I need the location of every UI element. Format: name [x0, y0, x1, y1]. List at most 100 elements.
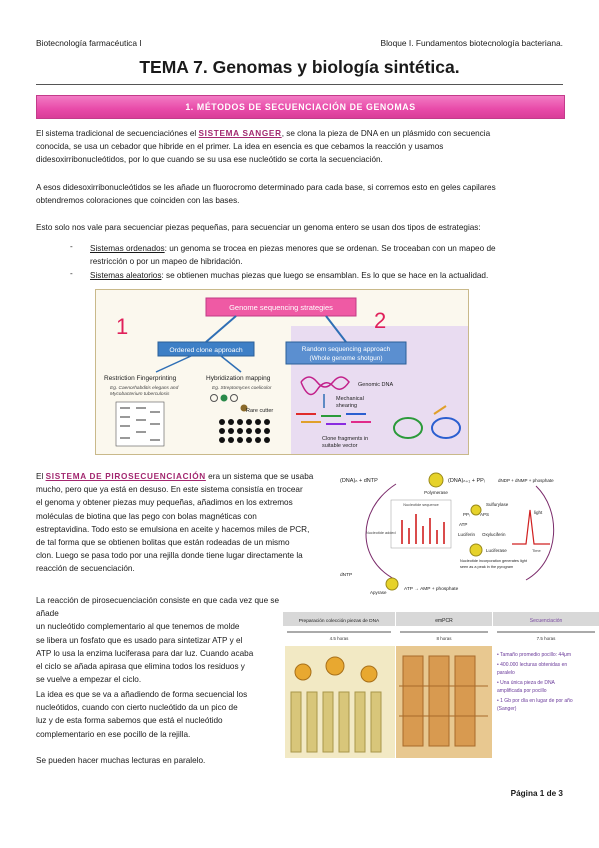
text: : un genoma se trocea en piezas menores …	[164, 244, 496, 253]
apyrase-blob	[385, 577, 399, 591]
text: La reacción de pirosecuenciación consist…	[36, 596, 280, 619]
keyword-sanger: SISTEMA SANGER	[198, 129, 282, 138]
restriction-label: Restriction Fingerprinting	[104, 375, 177, 382]
text: conocida, se usa un cebador que hibride …	[36, 142, 444, 152]
well	[290, 691, 302, 753]
hybrid-label: Hybridization mapping	[206, 375, 271, 382]
well	[338, 691, 350, 753]
rare-cutter-label: Rare cutter	[246, 408, 273, 414]
title-divider	[36, 84, 563, 85]
workflow-t2: 8 horas	[436, 636, 452, 641]
pyro-polymerase: Polymerase	[424, 490, 448, 495]
workflow-bullet: paralelo	[497, 670, 515, 676]
dot	[255, 419, 261, 425]
text: nucleótidos, cuando con cierto nucleótid…	[36, 703, 238, 713]
bead	[325, 656, 345, 676]
luciferase-blob	[469, 543, 483, 557]
restriction-eg-2: Mycobacterium tuberculosis	[110, 391, 170, 397]
dot	[220, 394, 228, 402]
text: luz y de esta forma sabemos que está el …	[36, 716, 223, 726]
text: La idea es que se va a añadiendo de form…	[36, 690, 248, 699]
pyro-luciferase: Luciferase	[486, 548, 507, 553]
pyrogram-box	[390, 499, 452, 549]
dot	[255, 428, 261, 434]
list-term: Sistemas ordenados	[90, 244, 165, 253]
page-number: Página 1 de 3	[510, 789, 563, 798]
keyword-pyro: SISTEMA DE PIROSECUENCIACIÓN	[45, 472, 206, 481]
pyro-products: (DNA)ₙ₊₁ + PPᵢ	[448, 478, 485, 484]
paragraph-strategies: Esto solo nos vale para secuenciar pieza…	[36, 223, 481, 232]
text: de tal forma que se obtienen bolitas que…	[36, 538, 290, 548]
fragment	[433, 405, 447, 415]
dot	[237, 428, 243, 434]
light-peak	[512, 509, 550, 545]
bead	[294, 663, 312, 681]
genomic-dna-label: Genomic DNA	[358, 382, 393, 388]
workflow-t1: 4.5 horas	[330, 636, 350, 641]
cycle-arrow-right	[525, 485, 555, 581]
well	[322, 691, 334, 753]
text: El	[36, 472, 46, 481]
dot	[264, 428, 270, 434]
pyro-luciferin: Luciferin	[458, 532, 476, 537]
dot	[264, 419, 270, 425]
bead-wells	[290, 691, 382, 753]
text: moléculas de biotina que las pego con bo…	[36, 511, 257, 521]
well	[306, 691, 318, 753]
arrow-restriction	[155, 355, 192, 373]
list-item: Sistemas aleatorios: se obtienen muchas …	[90, 269, 560, 282]
beads	[294, 656, 378, 683]
arrow-hybrid	[220, 355, 242, 373]
restriction-eg-1: Eg. Caenorhabditis elegans and	[110, 385, 179, 391]
random-label-2: (Whole genome shotgun)	[310, 355, 383, 362]
dot	[255, 437, 261, 443]
vector-plasmid	[431, 417, 461, 439]
pyro-light: light	[534, 510, 543, 515]
restriction-gel	[115, 401, 165, 447]
text: el genoma y obtener piezas muy pequeñas,…	[36, 498, 293, 508]
dot	[246, 428, 252, 434]
ordered-label: Ordered clone approach	[169, 347, 243, 354]
text: mucho, pero que ya está en desuso. En es…	[36, 485, 303, 495]
number-one: 1	[116, 314, 128, 339]
text: El sistema tradicional de secuenciacióne…	[36, 129, 199, 138]
paragraph-pyro: El SISTEMA DE PIROSECUENCIACIÓN era un s…	[36, 470, 336, 576]
text: era un sistema que se usaba	[205, 472, 314, 481]
clone-label-2: suitable vector	[322, 443, 358, 449]
section-heading: 1. MÉTODOS DE SECUENCIACIÓN DE GENOMAS	[36, 95, 565, 119]
dna-fragments	[296, 413, 371, 425]
workflow-bullet: • Tamaño promedio pocillo: 44μm	[497, 652, 571, 658]
figure-genome-strategies-svg: Genome sequencing strategies 1 2 Ordered…	[96, 290, 468, 454]
text: restricción o por un mapeo de hibridació…	[90, 257, 243, 267]
dot	[210, 394, 218, 402]
text: : se obtienen muchas piezas que luego se…	[161, 271, 489, 280]
cycle-arrow-left	[365, 483, 397, 581]
well	[370, 691, 382, 753]
workflow-t3: 7.5 horas	[537, 636, 557, 641]
workflow-bullet: • Una única pieza de DNA	[497, 680, 556, 686]
panel3-bg	[493, 646, 599, 758]
text: , se clona la pieza de DNA en un plásmid…	[281, 129, 491, 138]
pyro-oxyluciferin: Oxyluciferin	[482, 532, 506, 537]
polymerase-blob	[428, 472, 444, 488]
pyro-dntp: dNTP	[340, 572, 352, 578]
col1-header	[283, 612, 395, 626]
pyro-atp-products: ATP → AMP + phosphate	[404, 586, 459, 592]
pyro-incorp-1: Nucleotide incorporation generates light	[460, 559, 528, 563]
ordered-box	[157, 341, 255, 357]
dot	[237, 419, 243, 425]
workflow-bullet: amplificada por pocillo	[497, 688, 547, 694]
pyro-dna: (DNA)ₙ + dNTP	[340, 478, 378, 484]
pyro-nuc-seq: Nucleotide sequence	[403, 503, 438, 507]
text: se vuelve a empezar el ciclo.	[36, 675, 142, 685]
header-right: Bloque I. Fundamentos biotecnología bact…	[380, 38, 563, 48]
paragraph-idea: La idea es que se va a añadiendo de form…	[36, 688, 286, 741]
figure-genome-strategies: Genome sequencing strategies 1 2 Ordered…	[95, 289, 469, 455]
text: obtendremos coloraciones que coinciden c…	[36, 196, 240, 206]
dot-grid	[219, 419, 270, 443]
cell	[428, 655, 450, 747]
workflow-col3: Secuenciación	[530, 618, 563, 624]
pyro-aps: APS	[480, 512, 489, 517]
dot	[230, 394, 238, 402]
random-label-1: Random sequencing approach	[302, 346, 391, 353]
